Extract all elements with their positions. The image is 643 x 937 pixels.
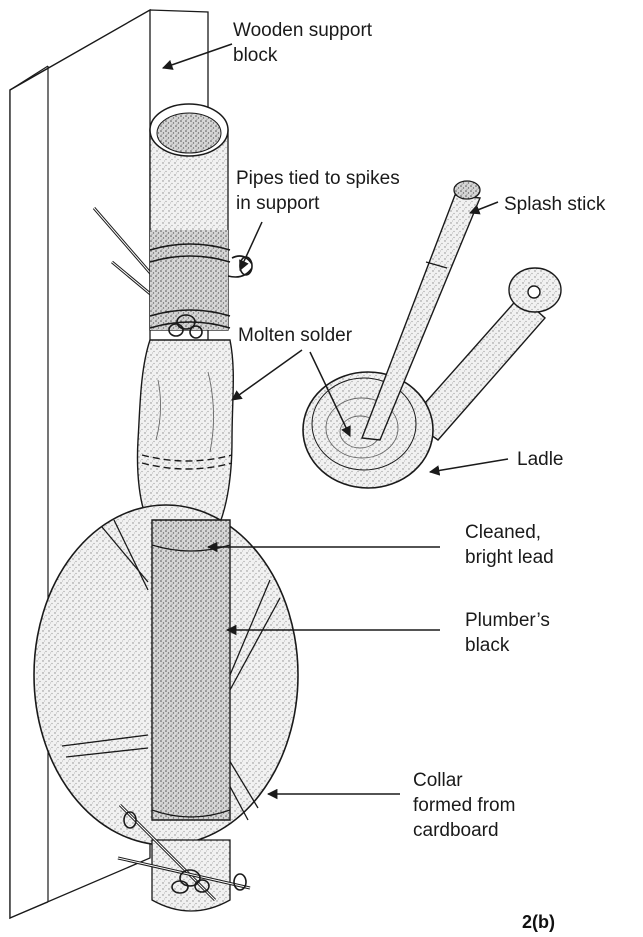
- label-wooden-support-block: Wooden support block: [233, 18, 372, 68]
- figure-number: 2(b): [522, 912, 555, 933]
- label-splash-stick: Splash stick: [504, 192, 605, 217]
- label-pipes-tied-to-spikes: Pipes tied to spikes in support: [236, 166, 400, 216]
- label-collar-cardboard: Collar formed from cardboard: [413, 768, 515, 843]
- label-plumbers-black: Plumber’s black: [465, 608, 550, 658]
- lower-pipe-blackened: [152, 520, 230, 820]
- upper-pipe: [150, 104, 228, 330]
- label-molten-solder: Molten solder: [238, 323, 352, 348]
- label-ladle: Ladle: [517, 447, 564, 472]
- label-cleaned-bright-lead: Cleaned, bright lead: [465, 520, 554, 570]
